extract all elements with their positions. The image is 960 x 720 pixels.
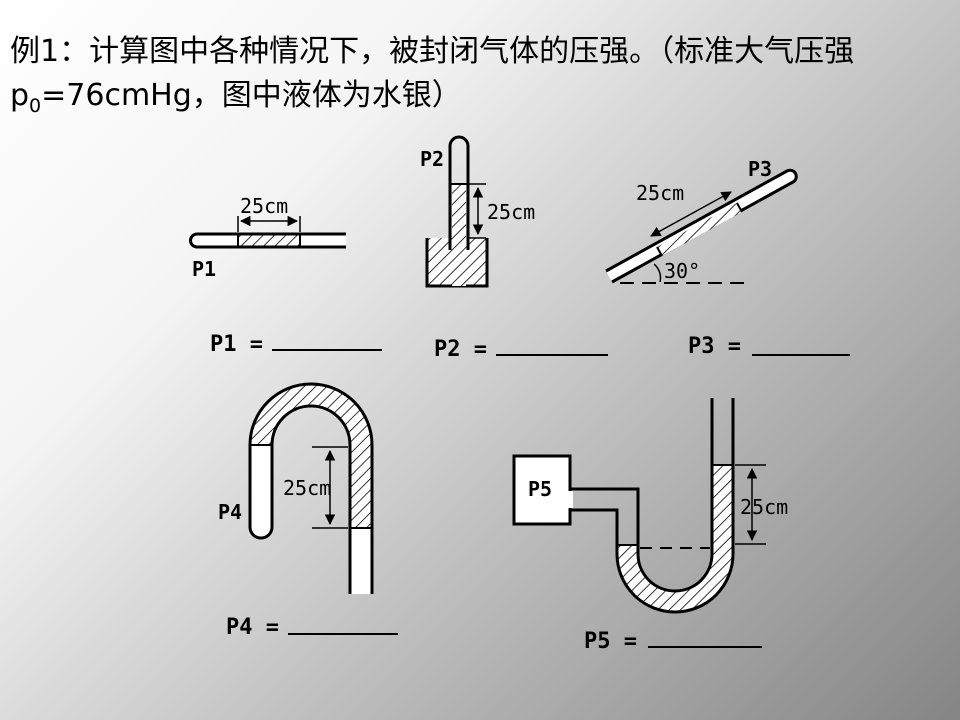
fig5-pressure-label: P5 bbox=[528, 477, 552, 501]
problem-text-part2: =76cmHg，图中液体为水银） bbox=[41, 78, 462, 113]
answer-label-p5: P5 = bbox=[584, 629, 637, 654]
answer-row-2: P4 = P5 = bbox=[226, 615, 762, 654]
fig1-length-label: 25cm bbox=[240, 194, 288, 218]
p0-subscript: 0 bbox=[29, 95, 42, 117]
fig3-length-label: 25cm bbox=[636, 181, 684, 205]
fig3-pressure-label: P3 bbox=[748, 157, 772, 181]
figure-1-horizontal-tube: 25cm P1 bbox=[189, 194, 346, 281]
fig2-pressure-label: P2 bbox=[420, 147, 444, 171]
answer-label-p1: P1 = bbox=[210, 332, 263, 357]
fig5-length-label: 25cm bbox=[740, 495, 788, 519]
answer-row-1: P1 = P2 = P3 = bbox=[210, 332, 850, 362]
problem-text-part1: 例1：计算图中各种情况下，被封闭气体的压强。（标准大气压强p bbox=[10, 34, 855, 113]
figure-3-inclined-tube: 25cm 30° P3 bbox=[605, 157, 798, 284]
problem-statement: 例1：计算图中各种情况下，被封闭气体的压强。（标准大气压强p0=76cmHg，图… bbox=[10, 30, 950, 128]
figure-2-inverted-tube-in-trough: 25cm P2 bbox=[420, 135, 535, 288]
fig2-length-label: 25cm bbox=[487, 200, 535, 224]
figure-5-u-tube-manometer: 25cm P5 bbox=[512, 398, 788, 614]
figure-4-inverted-u-tube: 25cm P4 bbox=[218, 382, 374, 594]
fig1-pressure-label: P1 bbox=[192, 257, 216, 281]
answer-label-p4: P4 = bbox=[226, 615, 279, 640]
fig4-length-label: 25cm bbox=[283, 476, 331, 500]
answer-label-p3: P3 = bbox=[688, 334, 741, 359]
fig3-angle-label: 30° bbox=[664, 259, 700, 283]
answer-label-p2: P2 = bbox=[434, 337, 487, 362]
fig4-pressure-label: P4 bbox=[218, 500, 242, 524]
